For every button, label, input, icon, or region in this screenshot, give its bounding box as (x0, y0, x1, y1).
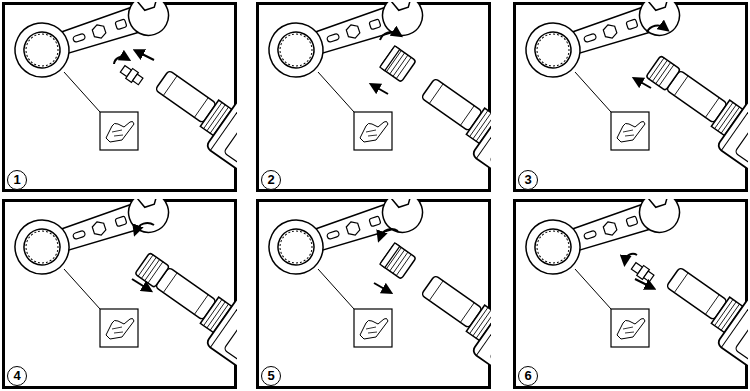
callout-number: 4 (7, 366, 27, 386)
step-panel (515, 0, 750, 227)
callout-number: 3 (518, 170, 538, 190)
callout-number: 6 (518, 366, 538, 386)
callout-number: 5 (261, 366, 281, 386)
callout-number: 2 (261, 170, 281, 190)
callout-number: 1 (7, 170, 27, 190)
step-panel (515, 181, 750, 391)
